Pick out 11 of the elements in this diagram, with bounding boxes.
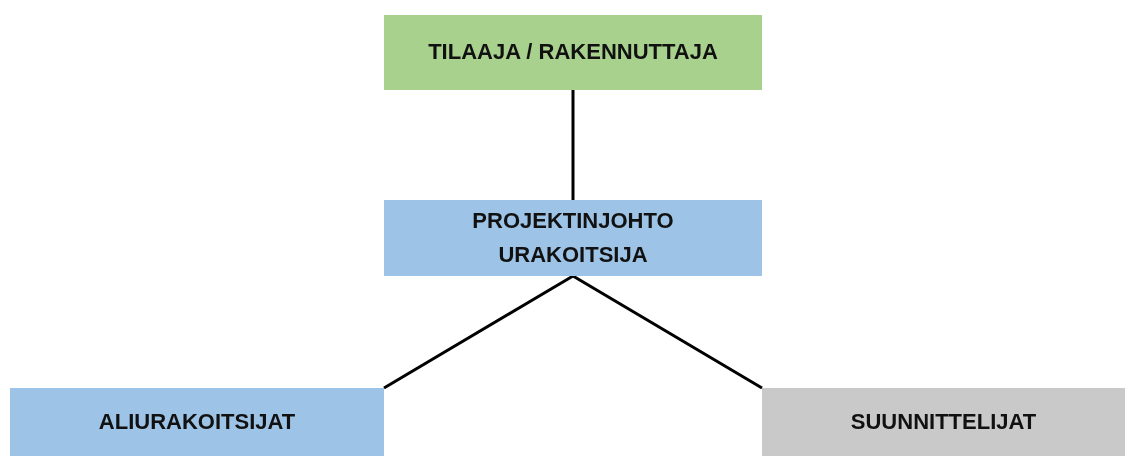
org-box xyxy=(10,388,384,456)
box-label: ALIURAKOITSIJAT xyxy=(97,407,297,436)
box-label: PROJEKTINJOHTO URAKOITSIJA xyxy=(471,206,675,269)
connector-line xyxy=(571,90,575,200)
connector-line xyxy=(383,274,574,390)
org-box xyxy=(384,15,762,90)
org-box xyxy=(384,200,762,276)
box-label: SUUNNITTELIJAT xyxy=(849,407,1038,436)
org-box xyxy=(762,388,1125,456)
connector-line xyxy=(572,274,763,390)
box-label: TILAAJA / RAKENNUTTAJA xyxy=(427,38,719,67)
